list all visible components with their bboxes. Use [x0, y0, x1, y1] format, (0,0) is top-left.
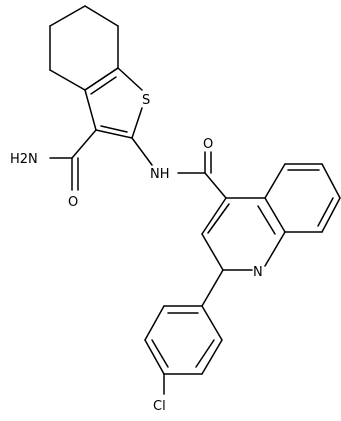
chlorine-label: Cl [153, 399, 166, 414]
bond [49, 5, 86, 27]
thiophene-ring [84, 67, 143, 139]
bond [90, 76, 117, 95]
bond [84, 89, 97, 131]
bond [131, 107, 143, 139]
bond [117, 67, 143, 91]
bond [204, 172, 227, 199]
cyclohexane-ring [49, 5, 119, 91]
bond [201, 305, 223, 341]
bond [195, 339, 215, 368]
bond [151, 339, 169, 368]
bond [257, 205, 276, 235]
bond [321, 197, 341, 233]
bond [201, 233, 224, 271]
primary-amide-group [49, 129, 97, 191]
quinoline-benzo-ring [264, 163, 341, 233]
amide-nh-label: NH [150, 167, 170, 182]
bond [84, 5, 119, 27]
amide-oxygen-label: O [203, 137, 213, 152]
bond [264, 231, 286, 267]
bond [317, 197, 334, 227]
primary-amide-nh2-label: H2N [10, 152, 38, 167]
bond [144, 305, 165, 341]
bond [144, 339, 165, 375]
quinoline-nitrogen-label: N [253, 265, 263, 280]
bond [207, 203, 230, 234]
bond [71, 129, 97, 159]
bond [201, 269, 224, 307]
bond [84, 67, 119, 91]
sulfur-label: S [142, 93, 150, 108]
bond [321, 163, 341, 199]
quinoline-pyridine-ring [201, 197, 286, 271]
bond [201, 339, 223, 375]
bond [131, 137, 153, 166]
chlorophenyl-ring [144, 269, 224, 395]
bond [201, 197, 227, 235]
bond [264, 163, 286, 199]
bond [49, 69, 86, 91]
secondary-amide-link [131, 137, 227, 199]
bond [95, 129, 133, 139]
bond [264, 197, 286, 233]
primary-amide-oxygen-label: O [68, 195, 78, 210]
bond [100, 125, 128, 133]
